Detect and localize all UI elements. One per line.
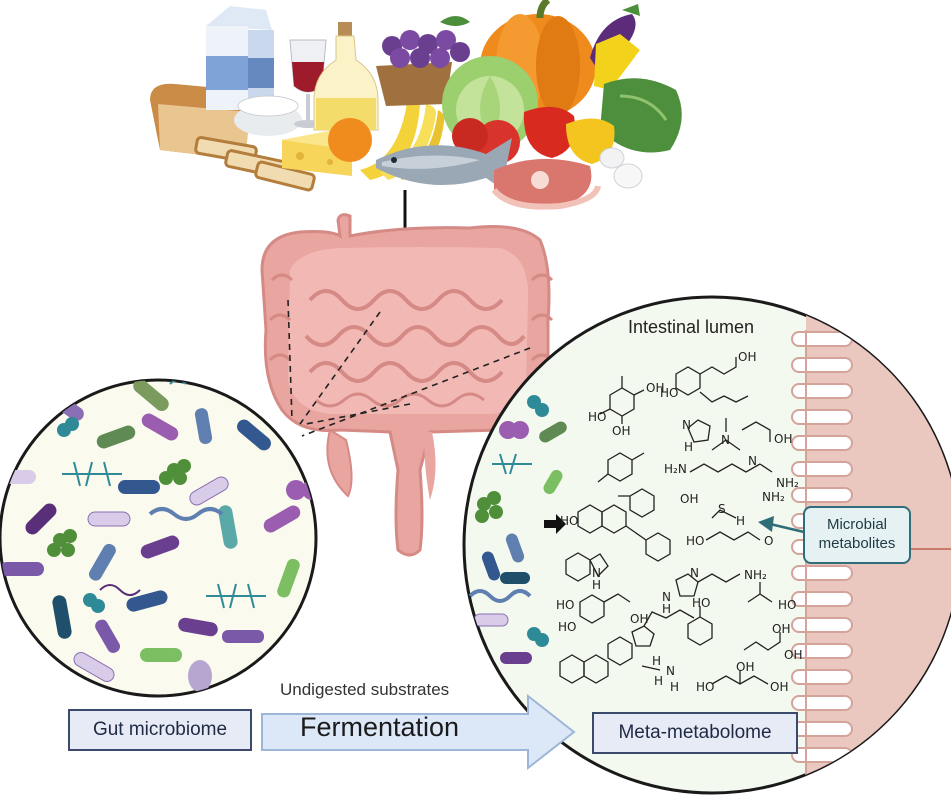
chem-label: OH (772, 622, 791, 636)
chem-label: H (662, 602, 672, 616)
chem-label: HO (556, 598, 575, 612)
chem-label: OH (774, 432, 793, 446)
orange-icon (328, 118, 372, 162)
meta-metabolome-box: Meta-metabolome (592, 712, 798, 754)
chem-label: H (654, 674, 664, 688)
bacteria-icon (0, 380, 316, 692)
chem-label: OH (770, 680, 789, 694)
chem-label: S (718, 502, 726, 516)
microbial-arrow (769, 522, 805, 534)
chem-label: HO (558, 620, 577, 634)
chemical-structures (559, 357, 781, 685)
zoom-lines (287, 299, 531, 437)
microbiome-circle (0, 378, 318, 698)
milk-carton-icon (206, 6, 274, 110)
fish-icon (376, 138, 512, 196)
chem-label: OH (612, 424, 631, 438)
oil-bottle-icon (313, 22, 379, 131)
egg-icon (599, 147, 643, 189)
chem-label: HO (696, 680, 715, 694)
lumen-bacteria (468, 395, 567, 664)
chem-label: HO (686, 534, 705, 548)
gut-microbiome-box: Gut microbiome (68, 709, 252, 751)
chem-label: HO (660, 386, 679, 400)
chem-label: H₂N (664, 462, 687, 476)
food-icon (150, 0, 682, 210)
grapes-icon (376, 16, 470, 106)
chem-label: NH₂ (776, 476, 799, 490)
wine-glass-icon (289, 39, 327, 128)
chem-label: H (736, 514, 746, 528)
undigested-substrates-label: Undigested substrates (280, 680, 450, 699)
chem-label: OH (738, 350, 757, 364)
chem-label: N (682, 418, 691, 432)
chem-label: N (666, 664, 675, 678)
chem-label: HO (778, 598, 797, 612)
chem-label: O (764, 534, 774, 548)
pepper-icon (523, 106, 615, 164)
microbial-metabolites-line2: metabolites (818, 535, 896, 552)
chem-label: H (670, 680, 680, 694)
chem-label: HO (692, 596, 711, 610)
chem-label: N (662, 590, 671, 604)
eggplant-icon (590, 4, 640, 90)
metabolite-arrow (544, 514, 566, 534)
microbial-metabolites-box: Microbial metabolites (803, 506, 911, 564)
chem-label: NH₂ (744, 568, 767, 582)
fermentation-label: Fermentation (300, 712, 460, 742)
fermentation-arrow (261, 693, 576, 771)
chem-label: H (592, 578, 602, 592)
chem-label: H (652, 654, 662, 668)
chem-label: N (721, 433, 730, 447)
chem-label: N (690, 566, 699, 580)
chem-label: HO (588, 410, 607, 424)
chem-label: OH (630, 612, 649, 626)
chem-label: OH (646, 381, 665, 395)
microbial-metabolites-line1: Microbial (826, 516, 887, 533)
intestinal-lumen-title: Intestinal lumen (628, 317, 755, 337)
chem-label: OH (736, 660, 755, 674)
chem-label: N (592, 566, 601, 580)
intestine-icon (260, 213, 554, 557)
lumen-circle (462, 295, 951, 795)
chem-label: OH (680, 492, 699, 506)
chem-label: N (748, 454, 757, 468)
chem-label: H (684, 440, 694, 454)
chem-label: HO (560, 514, 579, 528)
chem-label: OH (784, 648, 803, 662)
chem-label: NH₂ (762, 490, 785, 504)
meat-icon (491, 158, 601, 210)
